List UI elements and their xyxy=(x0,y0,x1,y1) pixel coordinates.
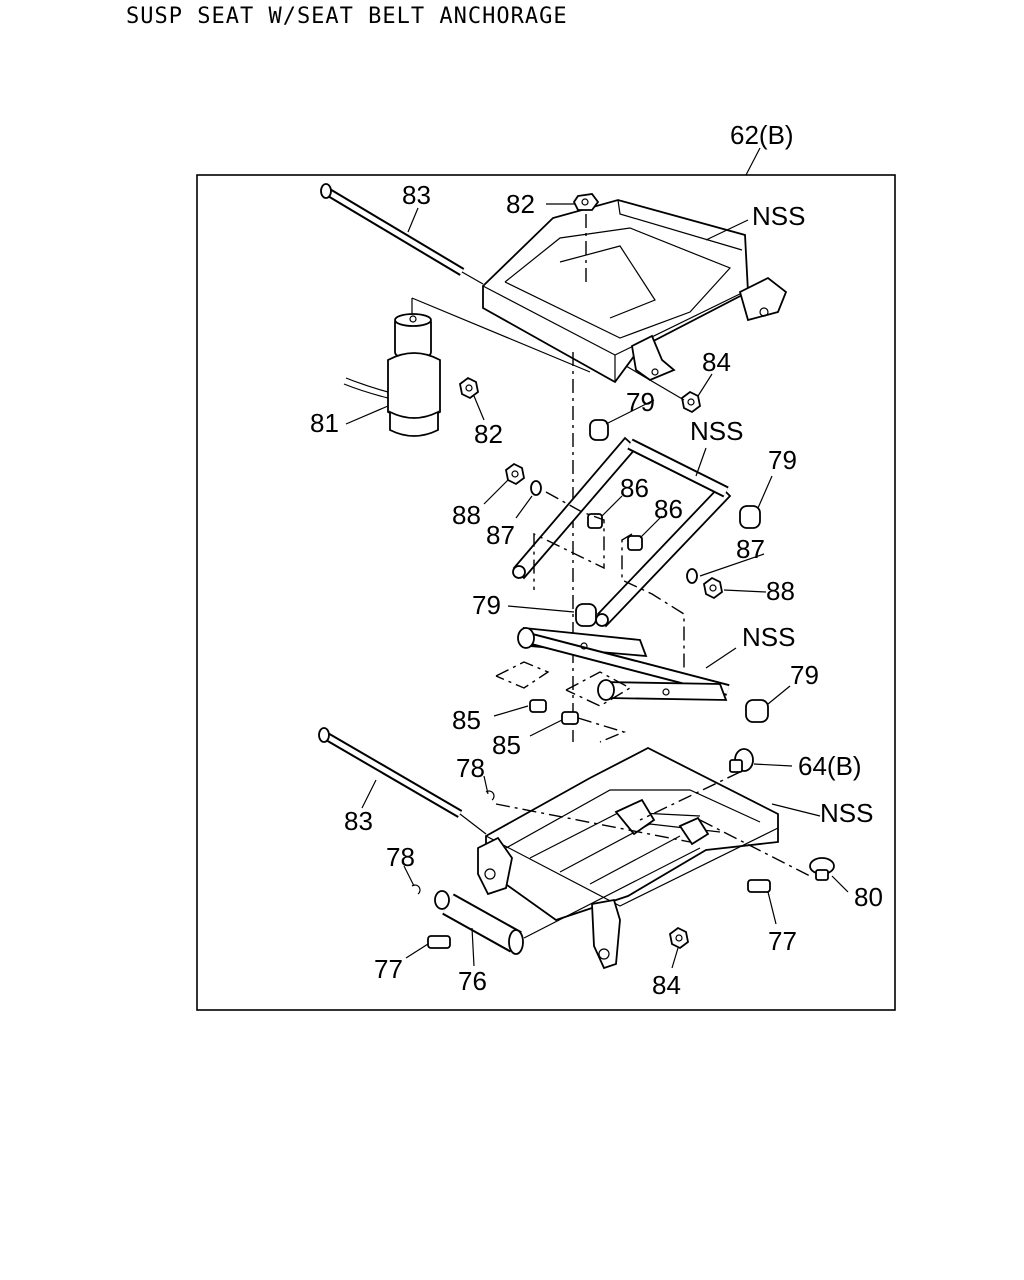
scissor-arm-lower xyxy=(517,626,730,701)
callout-87-l: 87 xyxy=(486,520,515,550)
shock-absorber-76 xyxy=(434,847,701,955)
callout-64b: 64(B) xyxy=(798,751,862,781)
callout-78-b: 78 xyxy=(386,842,415,872)
callout-83-bottom: 83 xyxy=(344,806,373,836)
nut-84-bottom xyxy=(669,926,689,950)
callout-86-r: 86 xyxy=(654,494,683,524)
callout-82-mid: 82 xyxy=(474,419,503,449)
scissor-arm-upper xyxy=(512,436,732,628)
callout-82-top: 82 xyxy=(506,189,535,219)
callout-nss-3: NSS xyxy=(742,622,795,652)
shaft-83-top xyxy=(320,183,484,285)
callout-84-top: 84 xyxy=(702,347,731,377)
shaft-83-bottom xyxy=(318,727,487,835)
air-spring-81 xyxy=(343,297,591,437)
diagram-frame xyxy=(196,174,896,1011)
callout-81: 81 xyxy=(310,408,339,438)
callout-85-b: 85 xyxy=(492,730,521,760)
bolt-85-a xyxy=(529,699,547,713)
callout-nss-4: NSS xyxy=(820,798,873,828)
callout-86-l: 86 xyxy=(620,473,649,503)
callout-88-r: 88 xyxy=(766,576,795,606)
leader-62b xyxy=(745,147,761,176)
callout-80: 80 xyxy=(854,882,883,912)
bolt-85-b xyxy=(561,711,579,725)
page-title: SUSP SEAT W/SEAT BELT ANCHORAGE xyxy=(126,4,568,29)
callout-87-r: 87 xyxy=(736,534,765,564)
callout-88-l: 88 xyxy=(452,500,481,530)
callout-77-r: 77 xyxy=(768,926,797,956)
callout-83-top: 83 xyxy=(402,180,431,210)
callout-78-a: 78 xyxy=(456,753,485,783)
bolt-86-r xyxy=(627,535,643,551)
washer-87-l xyxy=(530,480,542,496)
callout-nss-1: NSS xyxy=(752,201,805,231)
knob-80 xyxy=(809,857,835,881)
callout-79-b: 79 xyxy=(768,445,797,475)
callout-76: 76 xyxy=(458,966,487,996)
callout-79-d: 79 xyxy=(790,660,819,690)
nut-88-l xyxy=(505,462,525,486)
leader-lines xyxy=(345,203,849,969)
callout-79-c: 79 xyxy=(472,590,501,620)
nut-84-top xyxy=(681,390,701,414)
nut-82-mid xyxy=(459,376,479,400)
callout-77-l: 77 xyxy=(374,954,403,984)
nut-88-r xyxy=(703,576,723,600)
bushing-79 xyxy=(575,419,769,723)
callout-85-a: 85 xyxy=(452,705,481,735)
callout-nss-2: NSS xyxy=(690,416,743,446)
lower-base-frame xyxy=(477,746,779,970)
nut-82-top xyxy=(572,193,600,211)
callout-62b: 62(B) xyxy=(730,120,794,150)
washer-87-r xyxy=(686,568,698,584)
pin-77 xyxy=(427,879,771,949)
bolt-64b xyxy=(729,748,754,773)
upper-seat-frame xyxy=(482,199,788,384)
callout-84-bottom: 84 xyxy=(652,970,681,1000)
callout-79-a: 79 xyxy=(626,387,655,417)
